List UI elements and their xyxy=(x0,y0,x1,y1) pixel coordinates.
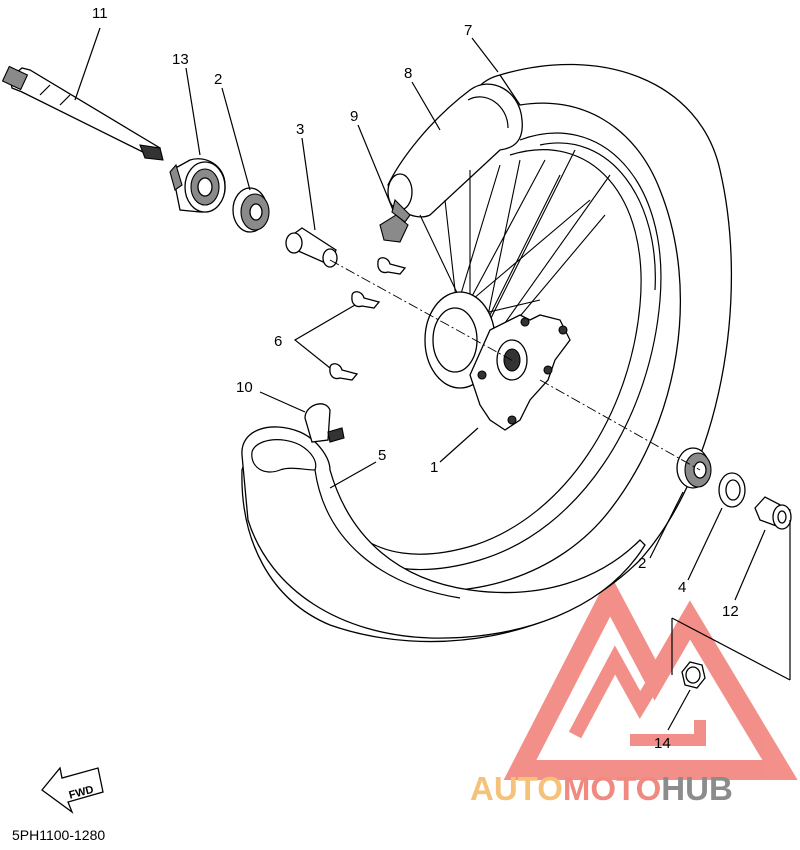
callout-7: 7 xyxy=(464,22,472,39)
axle xyxy=(1,65,164,161)
rivets xyxy=(329,257,407,381)
watermark-auto: AUTO xyxy=(470,770,563,807)
callout-9: 9 xyxy=(350,108,358,125)
callout-10: 10 xyxy=(236,379,253,396)
assembly-axis xyxy=(329,259,791,681)
callout-1: 1 xyxy=(430,459,438,476)
watermark-moto: MOTO xyxy=(563,770,661,807)
callout-12: 12 xyxy=(722,603,739,620)
hub xyxy=(424,291,571,431)
callout-5: 5 xyxy=(378,447,386,464)
rim-band xyxy=(387,83,523,218)
bearing-left xyxy=(232,187,270,233)
oil-seal xyxy=(718,472,746,508)
spacer xyxy=(285,227,338,268)
valve-cap xyxy=(304,403,345,443)
callout-2-left: 2 xyxy=(214,71,222,88)
callout-2-right: 2 xyxy=(638,555,646,572)
watermark-hub: HUB xyxy=(661,770,733,807)
rim-lock-valve xyxy=(379,198,411,243)
callout-11: 11 xyxy=(92,5,108,22)
callout-14: 14 xyxy=(654,735,671,752)
diagram-code: 5PH1100-1280 xyxy=(12,827,105,843)
callout-6: 6 xyxy=(274,333,282,350)
watermark-text: AUTOMOTOHUB xyxy=(470,770,733,807)
fwd-arrow-icon: FWD xyxy=(41,766,104,814)
watermark-logo-icon xyxy=(503,573,798,780)
leader-lines xyxy=(74,27,766,731)
axle-nut xyxy=(681,661,706,689)
bearing-right xyxy=(676,447,712,489)
callout-8: 8 xyxy=(404,65,412,82)
callout-3: 3 xyxy=(296,121,304,138)
inner-tube xyxy=(241,426,646,639)
rim xyxy=(339,132,662,571)
collar xyxy=(169,158,226,213)
callout-labels: 11 13 2 3 9 8 7 6 10 5 1 2 4 12 14 xyxy=(92,5,739,752)
callout-4: 4 xyxy=(678,579,686,596)
collar-right xyxy=(754,496,792,530)
callout-13: 13 xyxy=(172,51,189,68)
